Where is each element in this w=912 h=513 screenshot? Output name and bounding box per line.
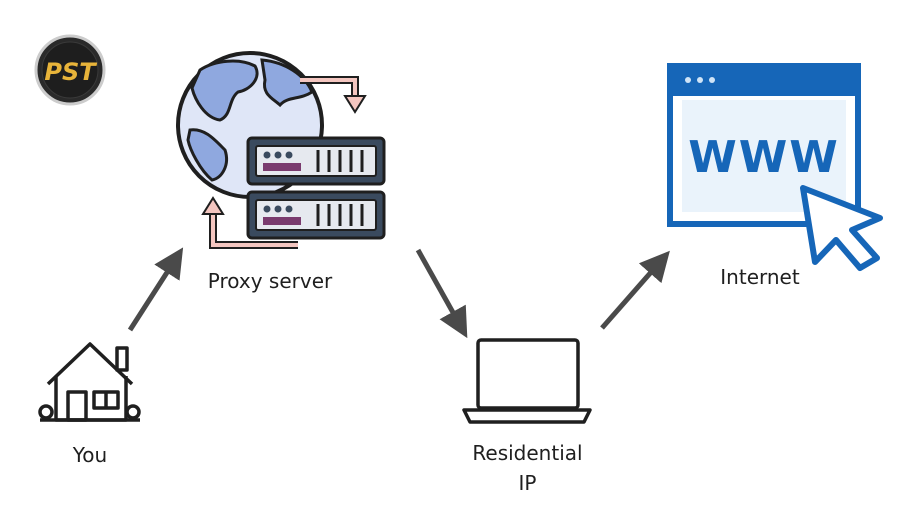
label-proxy-server: Proxy server bbox=[207, 269, 333, 293]
arrow-you-to-proxy bbox=[127, 247, 184, 332]
label-residential-line2: IP bbox=[518, 471, 537, 495]
arrow-residential-to-internet bbox=[600, 250, 670, 330]
label-residential-ip: Residential IP bbox=[450, 438, 605, 498]
logo-text: PST bbox=[44, 58, 97, 86]
label-internet: Internet bbox=[720, 265, 800, 289]
browser-www-icon: WWW bbox=[667, 63, 883, 271]
label-residential-line1: Residential bbox=[472, 441, 583, 465]
laptop-icon bbox=[462, 338, 592, 424]
brand-logo: PST bbox=[34, 34, 106, 106]
arrow-proxy-to-residential bbox=[415, 248, 468, 339]
label-you: You bbox=[72, 443, 108, 467]
browser-www-text: WWW bbox=[688, 132, 840, 183]
server-globe-icon bbox=[176, 51, 386, 249]
cursor-icon bbox=[800, 185, 883, 271]
house-icon bbox=[38, 342, 141, 422]
